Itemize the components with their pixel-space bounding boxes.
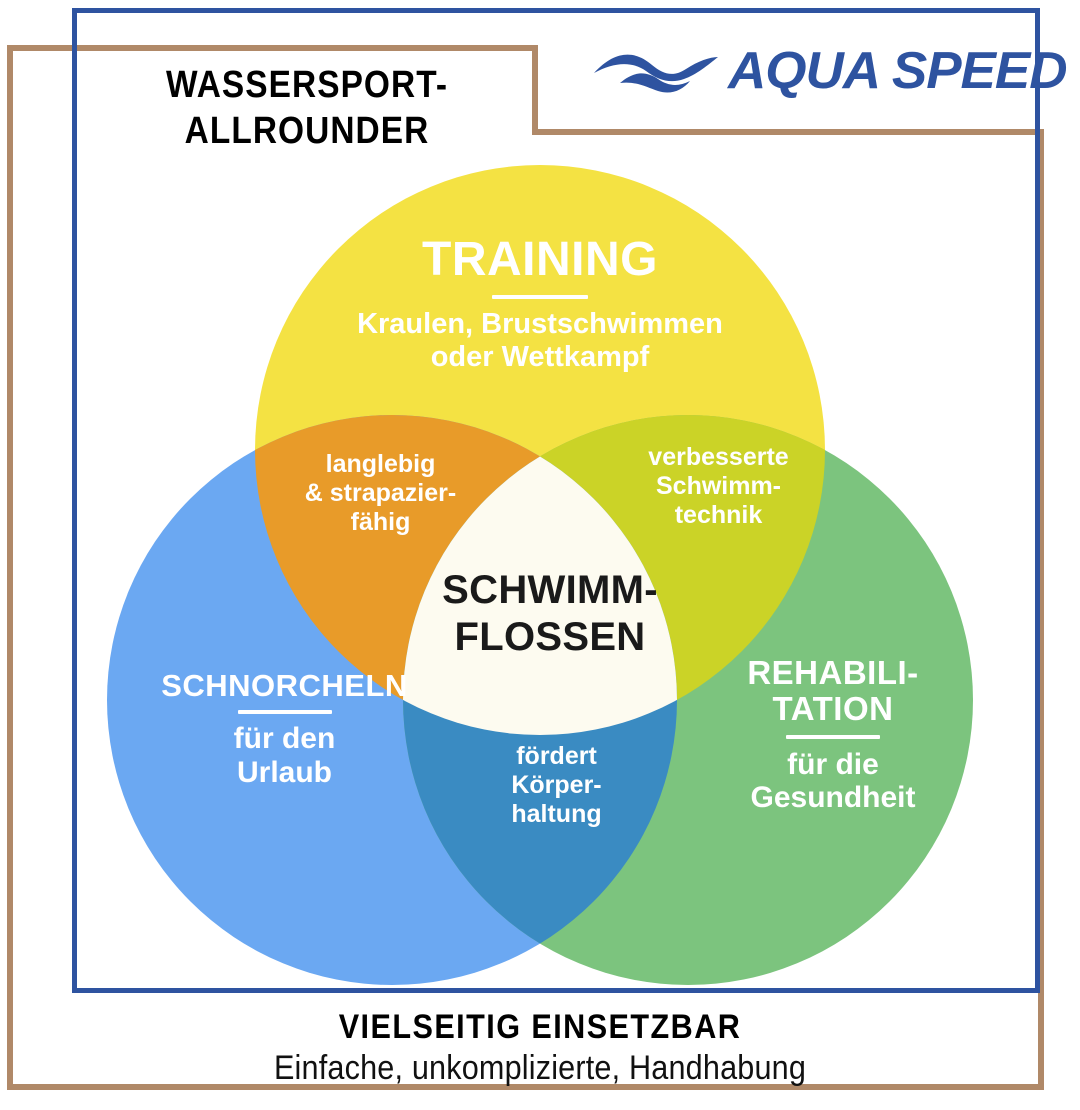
page-title-line-1: WASSERSPORT- [165,64,449,106]
footer-headline: VIELSEITIG EINSETZBAR [338,1008,742,1046]
page-title: WASSERSPORT- ALLROUNDER [118,62,496,155]
wave-icon [594,54,718,93]
footer: VIELSEITIG EINSETZBAR Einfache, unkompli… [0,1008,1080,1088]
brand-logo: AQUA SPEED [590,36,1068,106]
page-title-line-2: ALLROUNDER [184,110,430,153]
brand-name: AQUA SPEED [728,42,1068,100]
footer-subline: Einfache, unkomplizierte, Handhabung [273,1049,807,1087]
